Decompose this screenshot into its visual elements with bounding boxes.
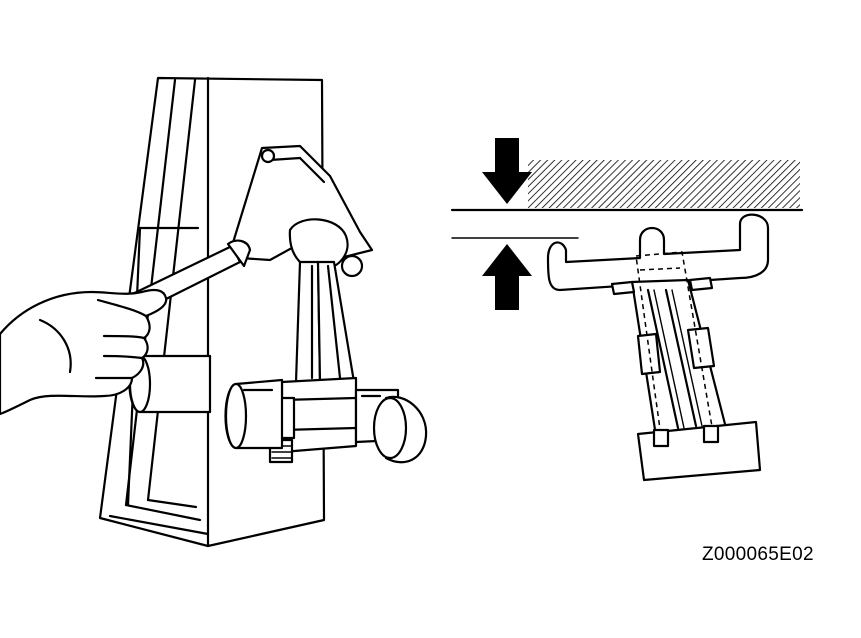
- hand: [0, 288, 168, 416]
- big-end-mandrel: [224, 378, 428, 464]
- connecting-rod-side-view: [546, 213, 770, 482]
- reference-surface: [450, 160, 804, 239]
- gap-up-arrow-icon: [482, 244, 532, 310]
- gap-down-arrow-icon: [482, 138, 532, 204]
- figure-code-label: Z000065E02: [702, 544, 814, 565]
